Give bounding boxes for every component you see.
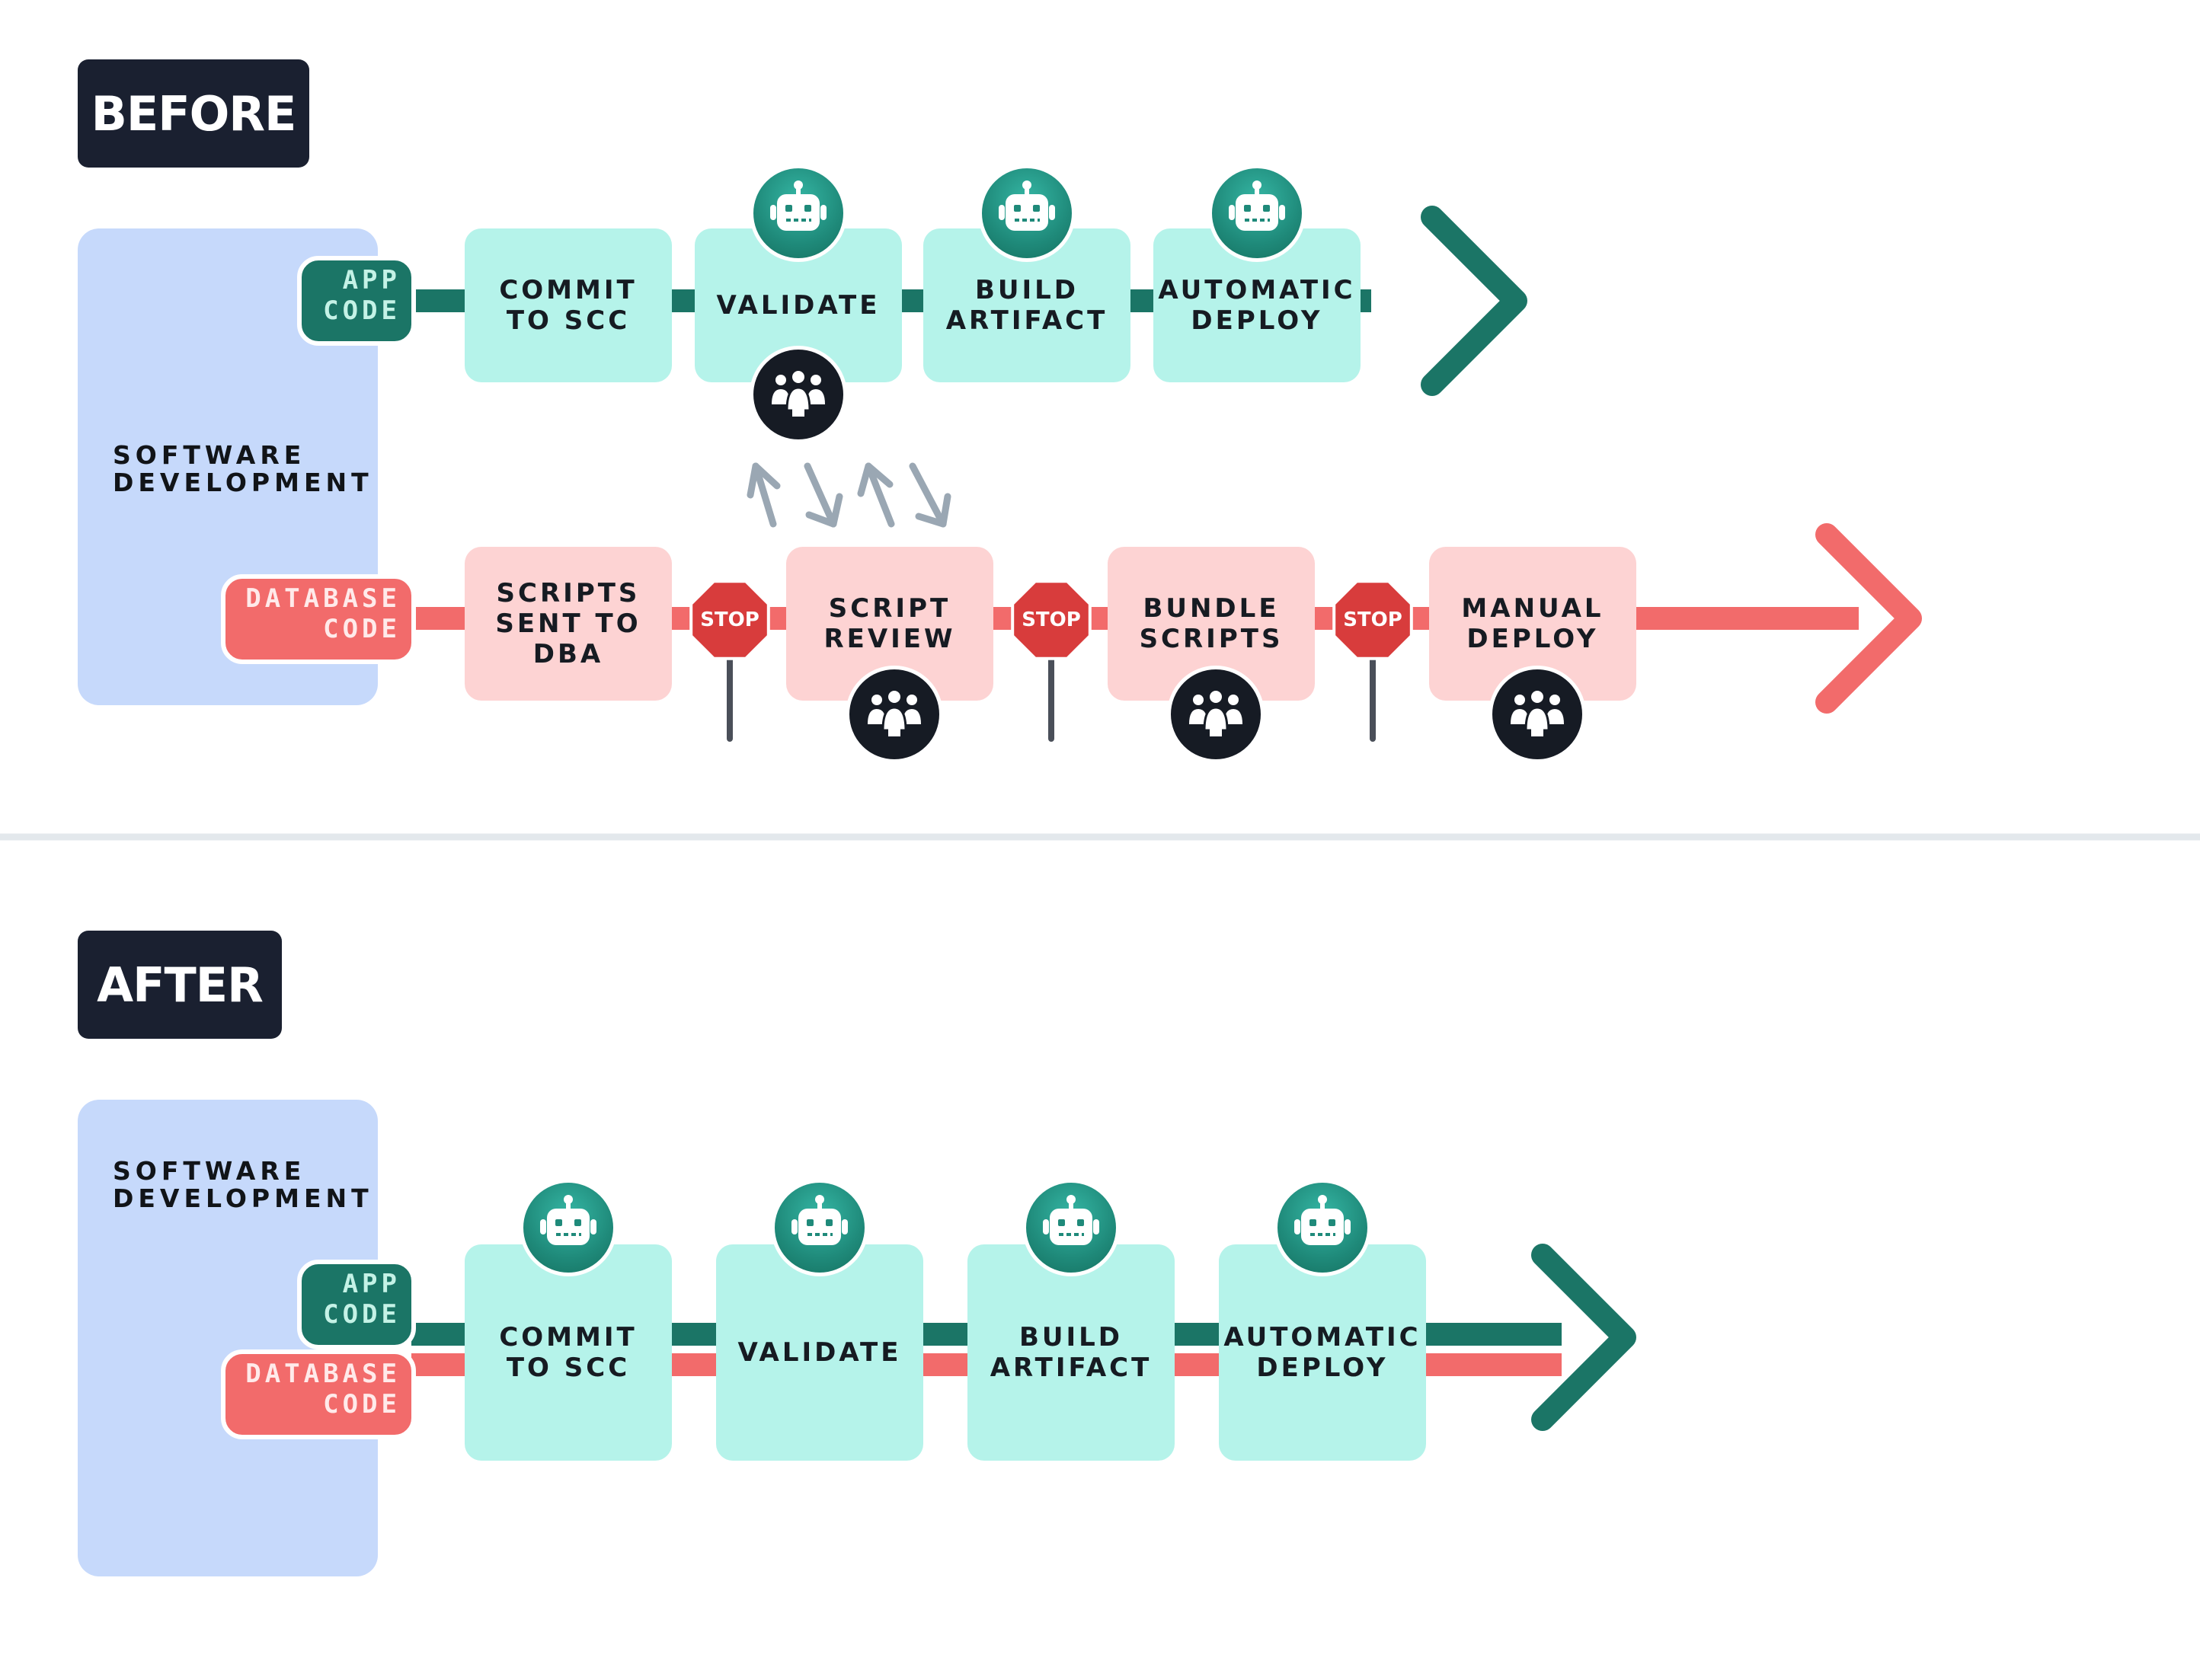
people-group-icon <box>750 346 847 443</box>
stop-sign-pole <box>727 650 733 742</box>
stop-sign-label: STOP <box>1343 608 1402 631</box>
database-code-arrowhead <box>1815 523 1922 714</box>
people-group-icon <box>846 666 943 763</box>
before-database-step: SCRIPT REVIEW <box>786 547 993 701</box>
before-database-step: SCRIPTS SENT TO DBA <box>465 547 672 701</box>
robot-icon <box>771 1179 868 1276</box>
after-combined-arrowhead <box>1531 1244 1636 1431</box>
robot-icon <box>750 164 847 262</box>
before-app-code-tag: APP CODE <box>297 256 416 346</box>
after-panel-label: SOFTWARE DEVELOPMENT <box>113 1156 373 1213</box>
stop-sign-icon: STOP <box>686 577 773 663</box>
stop-sign-pole <box>1370 650 1376 742</box>
after-database-code-tag: DATABASE CODE <box>221 1349 416 1439</box>
robot-icon <box>1022 1179 1120 1276</box>
stop-sign-icon: STOP <box>1008 577 1095 663</box>
after-heading: AFTER <box>78 931 282 1039</box>
before-app-step: COMMIT TO SCC <box>465 228 672 382</box>
after-step: VALIDATE <box>716 1244 923 1461</box>
stop-sign-pole <box>1048 650 1054 742</box>
app-code-arrowhead <box>1421 206 1527 396</box>
people-group-icon <box>1167 666 1265 763</box>
before-panel-label: SOFTWARE DEVELOPMENT <box>113 440 373 497</box>
after-step: COMMIT TO SCC <box>465 1244 672 1461</box>
before-database-code-tag: DATABASE CODE <box>221 574 416 664</box>
robot-icon <box>1274 1179 1371 1276</box>
people-group-icon <box>1489 666 1586 763</box>
stop-sign-label: STOP <box>1022 608 1081 631</box>
robot-icon <box>520 1179 617 1276</box>
robot-icon <box>978 164 1076 262</box>
after-step: AUTOMATIC DEPLOY <box>1219 1244 1426 1461</box>
stop-sign-icon: STOP <box>1329 577 1416 663</box>
after-app-code-tag: APP CODE <box>297 1260 416 1349</box>
after-step: BUILD ARTIFACT <box>967 1244 1175 1461</box>
robot-icon <box>1208 164 1306 262</box>
handoff-arrows-icon <box>747 462 951 528</box>
before-heading: BEFORE <box>78 59 309 168</box>
stop-sign-label: STOP <box>700 608 759 631</box>
before-database-step: MANUAL DEPLOY <box>1429 547 1636 701</box>
